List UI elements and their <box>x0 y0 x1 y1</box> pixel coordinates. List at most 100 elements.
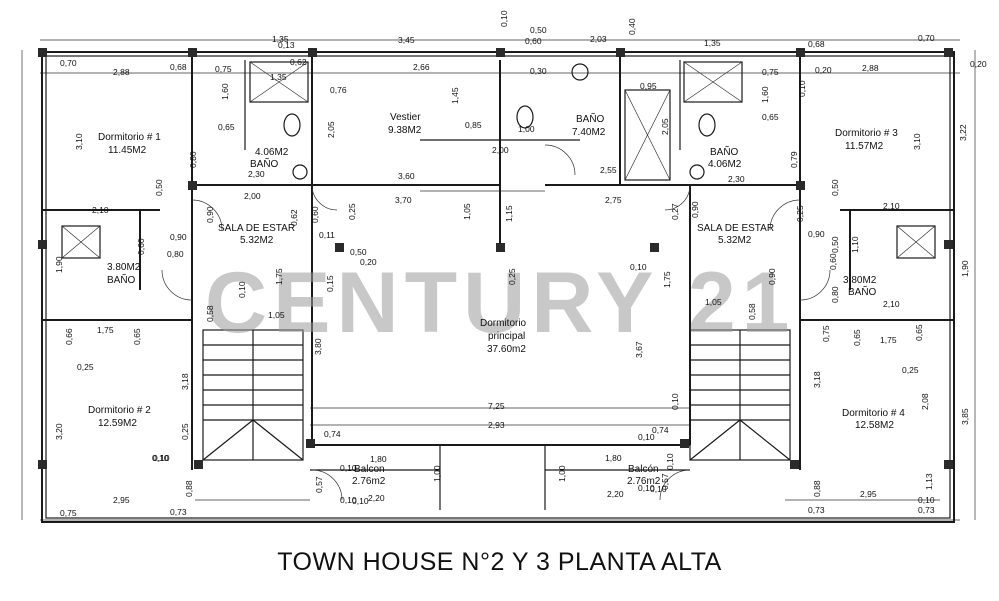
room-area-bano-stair-left: 3.80M2 <box>107 262 141 273</box>
dim-label: 2,03 <box>590 34 607 44</box>
dim-label: 0,13 <box>278 40 295 50</box>
dim-label: 0,30 <box>530 66 547 76</box>
floor-plan: CENTURY 21 Dormitorio # 1 11.45M2 Dormit… <box>21 10 987 523</box>
dim-label: 1,60 <box>220 83 230 100</box>
dim-label: 0,20 <box>815 65 832 75</box>
dim-label: 0,10 <box>630 262 647 272</box>
room-name-bano-stair-right: BAÑO <box>848 285 877 298</box>
dim-label: 0,75 <box>762 67 779 77</box>
dim-label: 0,90 <box>767 268 777 285</box>
dim-label: 0,25 <box>902 365 919 375</box>
dim-label: 3,22 <box>958 124 968 141</box>
dim-label: 0,68 <box>170 62 187 72</box>
dim-label: 2,05 <box>660 118 670 135</box>
dim-label: 0,73 <box>808 505 825 515</box>
dim-label: 0,10 <box>918 495 935 505</box>
watermark: CENTURY 21 <box>205 255 796 351</box>
dim-label: 3,18 <box>812 371 822 388</box>
dim-label: 2,95 <box>113 495 130 505</box>
dim-label: 0,10 <box>650 484 667 494</box>
room-name-sala-left: SALA DE ESTAR <box>218 223 295 234</box>
dim-label: 1,00 <box>557 465 567 482</box>
dim-label: 3,45 <box>398 35 415 45</box>
dim-label: 0,50 <box>350 247 367 257</box>
dim-label: 1,75 <box>662 271 672 288</box>
dim-label: 1,05 <box>705 297 722 307</box>
dim-label: 1,75 <box>880 335 897 345</box>
room-area-vestier: 9.38M2 <box>388 125 422 136</box>
dim-label: 0,80 <box>830 286 840 303</box>
dimension-labels: 1,35 0,13 3,45 0,10 0,50 0,60 2,03 0,40 … <box>54 10 987 518</box>
dim-label: 2,20 <box>368 493 385 503</box>
dim-label: 0,10 <box>499 10 509 27</box>
dim-label: 0,60 <box>310 206 320 223</box>
dim-label: 0,68 <box>808 39 825 49</box>
room-name-bano-right: BAÑO <box>710 145 739 158</box>
dim-label: 1,35 <box>270 72 287 82</box>
room-area-bano-right: 4.06M2 <box>708 159 742 170</box>
room-name-dorm2: Dormitorio # 2 <box>88 405 151 416</box>
dim-label: 0,25 <box>180 423 190 440</box>
dim-label: 0,60 <box>525 36 542 46</box>
dim-label: 0,65 <box>132 328 142 345</box>
dim-label: 0,65 <box>762 112 779 122</box>
dim-label: 0,10 <box>638 483 655 493</box>
dim-label: 1,80 <box>370 454 387 464</box>
room-name-bano-stair-left: BAÑO <box>107 273 136 286</box>
dim-label: 0,65 <box>852 329 862 346</box>
dim-label: 0,10 <box>340 495 357 505</box>
dim-label: 3,60 <box>398 171 415 181</box>
dim-label: 3,85 <box>960 408 970 425</box>
dim-label: 0,25 <box>77 362 94 372</box>
dim-label: 0,50 <box>830 236 840 253</box>
dim-label: 1,00 <box>432 465 442 482</box>
dim-label: 0,90 <box>170 232 187 242</box>
dim-label: 1,60 <box>760 86 770 103</box>
dim-label: 0,70 <box>918 33 935 43</box>
dim-label: 0,58 <box>205 305 215 322</box>
dim-label: 1,75 <box>97 325 114 335</box>
dim-label: 2,88 <box>113 67 130 77</box>
dim-label: 0,25 <box>507 268 517 285</box>
dim-label: 0,27 <box>670 203 680 220</box>
dim-label: 1,13 <box>924 473 934 490</box>
dim-label: 0,10 <box>152 453 169 463</box>
dim-label: 2,00 <box>244 191 261 201</box>
room-name-balcon-right: Balcón <box>628 464 659 475</box>
dim-label: 3,18 <box>180 373 190 390</box>
room-area-bano-center: 7.40M2 <box>572 127 606 138</box>
dim-label: 0,76 <box>330 85 347 95</box>
dim-label: 0,25 <box>795 205 805 222</box>
dim-label: 0,50 <box>530 25 547 35</box>
dim-label: 0,70 <box>60 58 77 68</box>
dim-label: 2,10 <box>92 205 109 215</box>
dim-label: 0,62 <box>290 57 307 67</box>
dim-label: 1,80 <box>605 453 622 463</box>
dim-label: 0,88 <box>184 480 194 497</box>
room-area-sala-right: 5.32M2 <box>718 235 752 246</box>
dim-label: 0,79 <box>789 151 799 168</box>
dimension-lines <box>21 39 976 521</box>
dim-label: 1,75 <box>274 268 284 285</box>
room-name-principal-line2: principal <box>488 331 525 342</box>
dim-label: 0,80 <box>188 151 198 168</box>
room-area-bano-stair-right: 3.80M2 <box>843 275 877 286</box>
dim-label: 1,00 <box>518 124 535 134</box>
room-name-principal-line1: Dormitorio <box>480 318 527 329</box>
room-area-dorm1: 11.45M2 <box>108 145 147 156</box>
room-area-balcon-left: 2.76m2 <box>352 476 386 487</box>
dim-label: 0,15 <box>325 275 335 292</box>
dim-label: 0,65 <box>914 324 924 341</box>
dim-label: 0,90 <box>205 206 215 223</box>
dim-label: 3,20 <box>54 423 64 440</box>
dim-label: 0,74 <box>652 425 669 435</box>
dim-label: 2,08 <box>920 393 930 410</box>
dim-label: 2,95 <box>860 489 877 499</box>
dim-label: 1,15 <box>504 205 514 222</box>
room-name-bano-left: BAÑO <box>250 157 279 170</box>
dim-label: 2,10 <box>883 201 900 211</box>
dim-label: 2,88 <box>862 63 879 73</box>
dim-label: 0,88 <box>812 480 822 497</box>
fixtures <box>283 63 716 180</box>
dim-label: 0,90 <box>808 229 825 239</box>
